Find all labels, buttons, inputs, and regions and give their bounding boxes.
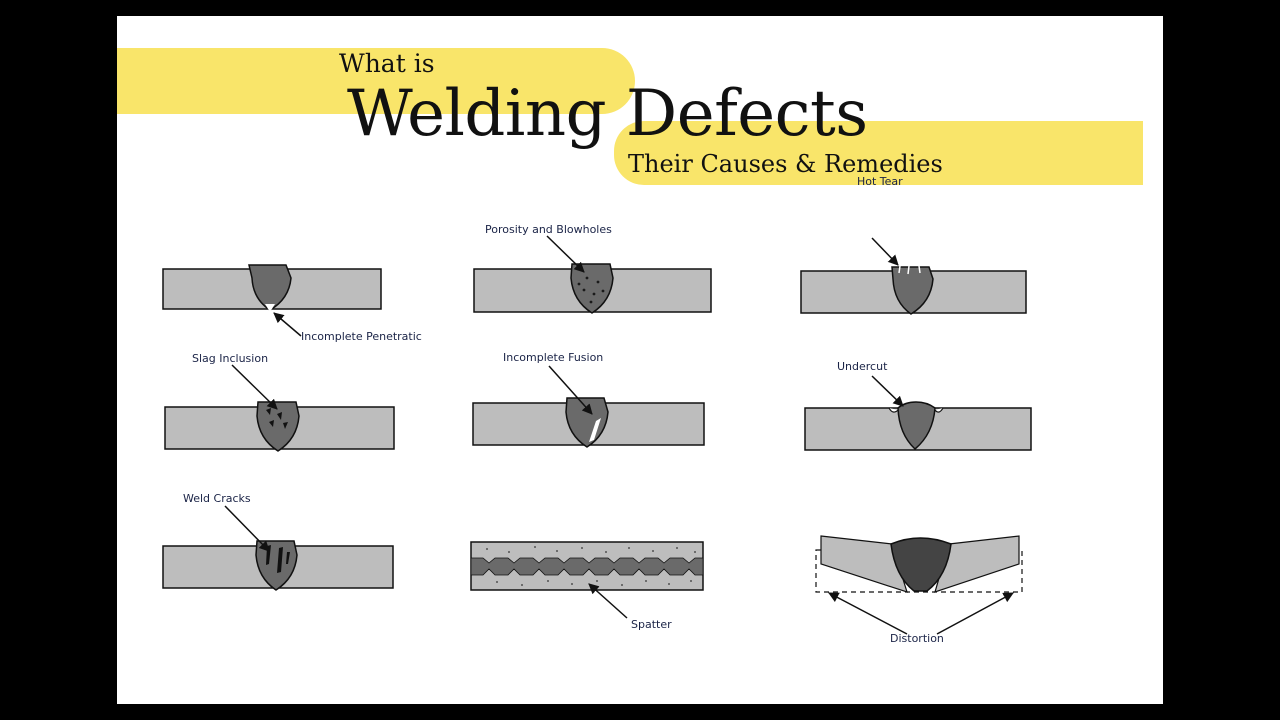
porosity-label: Porosity and Blowholes [485,223,612,236]
weld-bead [255,540,298,591]
hot-tear-label: Hot Tear [857,175,903,188]
hot-tear-figure: Hot Tear [800,175,1027,315]
leader-arrow [871,237,899,266]
weld-cracks-label: Weld Cracks [183,492,251,505]
surface-tears [898,265,921,275]
slag-inclusion-figure: Slag Inclusion [164,352,395,452]
weld-bead [897,401,936,451]
undercut-label: Undercut [837,360,888,373]
leader-arrow [224,505,270,552]
title-highlight-band [117,48,635,114]
leader-arrow-right [936,592,1014,635]
distortion-label: Distortion [890,632,944,645]
spatter-droplets [486,546,696,586]
gas-pores [577,276,605,304]
title-prefix: What is [339,49,435,78]
slag-inclusion-label: Slag Inclusion [192,352,268,365]
page-subtitle: Their Causes & Remedies [628,150,943,178]
incomplete-penetration-label: Incomplete Penetratic [301,330,422,343]
subtitle-highlight-band [614,121,1143,185]
distorted-plate-left [820,535,908,593]
weld-bead [891,266,934,315]
leader-arrow [548,365,593,415]
undercut-groove-left [888,407,899,413]
spatter-label: Spatter [631,618,672,631]
weld-bead [890,537,952,592]
slide: What is Welding Defects Their Causes & R… [117,16,1163,704]
unfused-root-gap [265,304,275,312]
leader-arrow-left [828,592,908,635]
incomplete-fusion-figure: Incomplete Fusion [472,351,705,448]
weld-seam [470,557,704,576]
leader-arrow [546,235,585,273]
leader-arrow [588,583,628,619]
porosity-figure: Porosity and Blowholes [473,223,712,314]
weld-bead [570,263,614,314]
spatter-figure: Spatter [470,541,704,631]
weld-bead [256,401,300,452]
undercut-groove-right [934,407,944,413]
undercut-figure: Undercut [804,360,1032,451]
weld-cracks-figure: Weld Cracks [162,492,394,591]
distortion-figure: Distortion [815,535,1023,645]
leader-arrow [231,364,278,410]
incomplete-penetration-figure: Incomplete Penetratic [162,264,422,343]
incomplete-fusion-label: Incomplete Fusion [503,351,603,364]
weld-bead [565,397,609,448]
welding-defects-diagram: Incomplete Penetratic Porosity and Blowh… [162,175,1032,645]
leader-arrow [273,312,302,337]
unfused-sidewall [589,418,601,442]
page-title: Welding Defects [347,77,868,151]
slag-particles [266,408,288,429]
leader-arrow [871,375,904,407]
